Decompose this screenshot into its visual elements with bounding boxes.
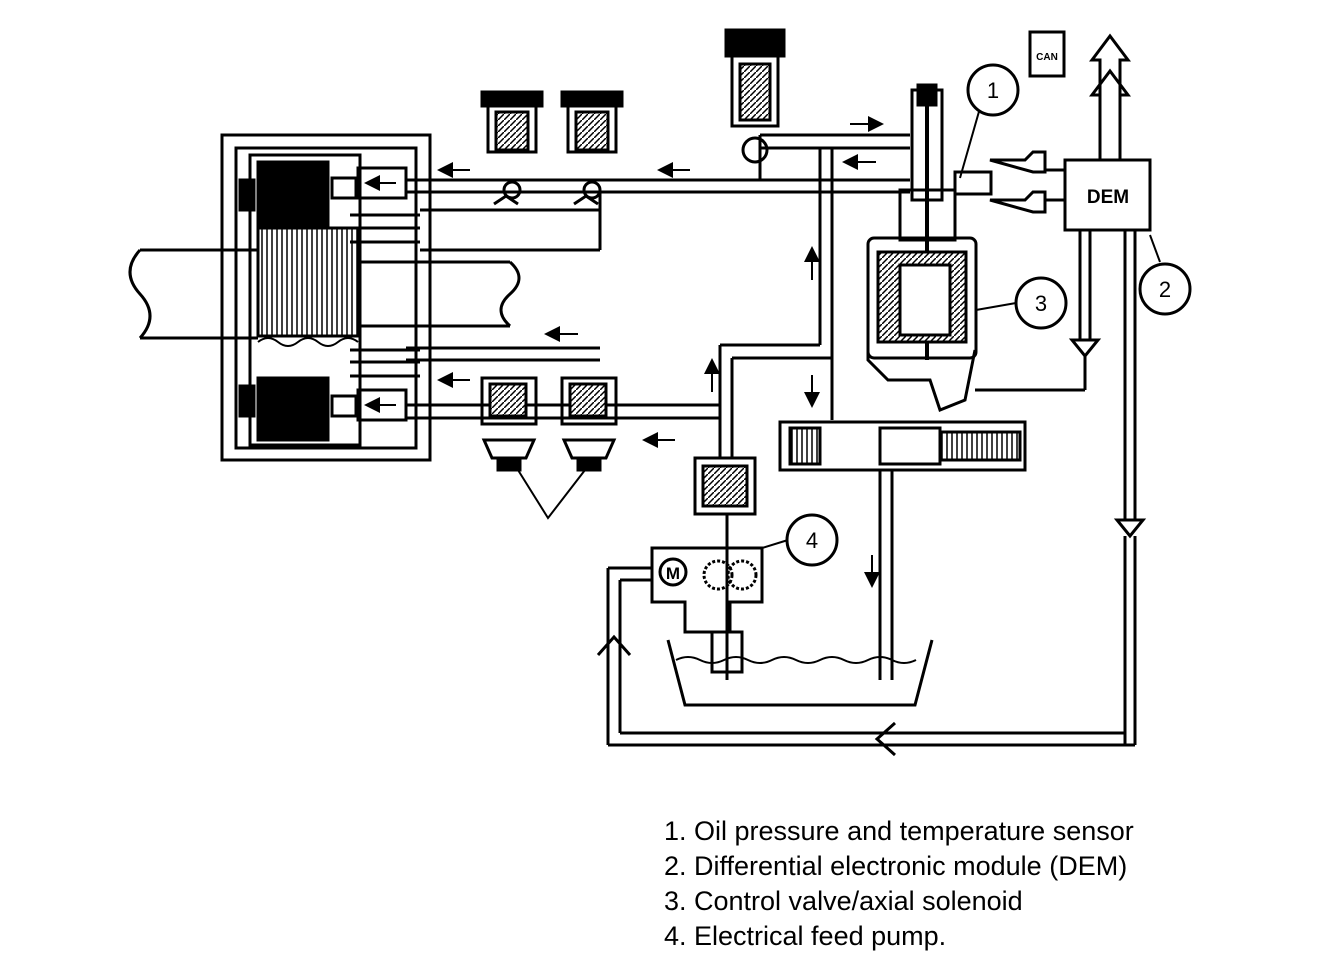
can-badge-box [1028,30,1066,78]
lower-valve-1 [480,376,538,472]
callout-2-label: 2 [1159,277,1171,302]
feed-pump [650,456,764,680]
callout-4-label: 4 [806,528,818,553]
legend-item-2: 2. Differential electronic module (DEM) [664,851,1128,881]
legend: 1. Oil pressure and temperature sensor 2… [664,814,1134,954]
dem-label: DEM [1087,187,1129,208]
pressure-valve-1 [480,90,544,206]
upper-oil-line [406,116,910,252]
cooler-unit [778,420,1027,680]
clutch-housing [220,133,432,462]
oil-reservoir [666,639,934,707]
can-badge: CAN [1036,52,1058,63]
return-line [596,566,1135,757]
hydraulic-diagram: 1 2 3 4 DEM M CAN [128,28,1192,757]
legend-item-3: 3. Control valve/axial solenoid [664,886,1023,916]
input-shaft [128,248,258,340]
accumulator [724,28,786,164]
callout-3-label: 3 [1035,291,1047,316]
pressure-valve-2 [560,90,624,206]
legend-item-4: 4. Electrical feed pump. [664,921,947,951]
pump-motor-label: M [666,564,680,583]
output-shaft [360,260,521,328]
callout-1-label: 1 [987,78,999,103]
callout-2: 2 [1138,234,1192,316]
lower-oil-line [406,148,834,458]
dem-module [975,33,1152,745]
oil-surface [675,656,917,664]
lower-valve-2 [560,376,618,472]
control-valve [866,83,993,412]
legend-item-1: 1. Oil pressure and temperature sensor [664,816,1134,846]
callout-3: 3 [975,276,1068,330]
valve-pointer-lines [517,469,586,520]
callout-1: 1 [959,63,1020,179]
callout-4: 4 [761,513,839,567]
sensor-connector [989,150,1065,214]
